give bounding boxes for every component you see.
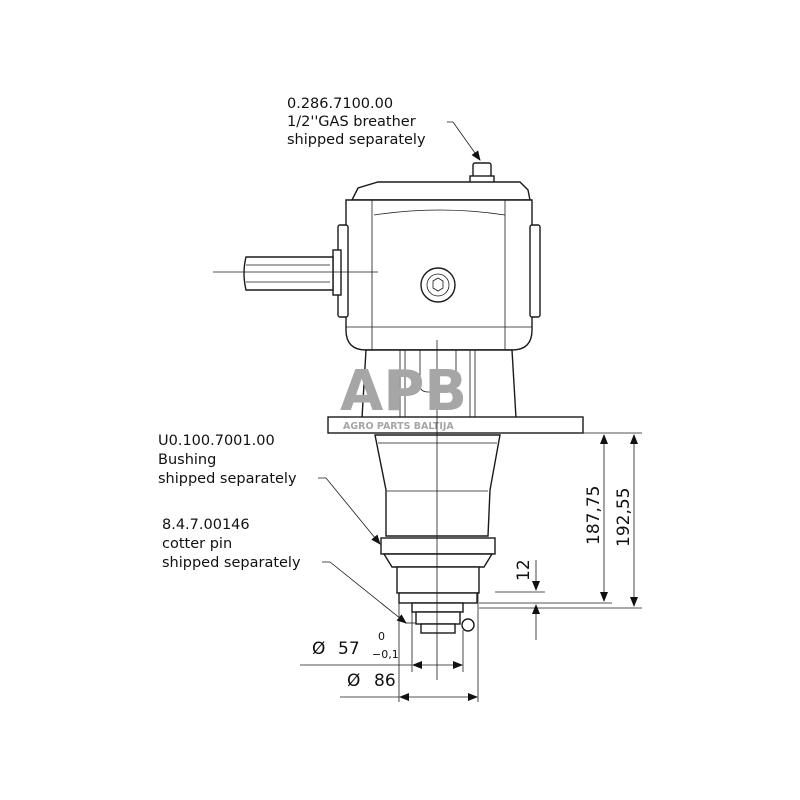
bushing-callout: U0.100.7001.00 Bushing shipped separatel… [158, 433, 297, 487]
diameter-57-tol-upper: 0 [378, 630, 385, 643]
gearbox-housing [337, 181, 541, 351]
diameter-dimensions: Ø 57 0 −0,1 Ø 86 [300, 592, 479, 702]
breather-desc: 1/2''GAS breather [287, 114, 416, 130]
breather-callout: 0.286.7100.00 1/2''GAS breather shipped … [287, 96, 426, 148]
height-dimensions: 187,75 192,55 12 [479, 432, 642, 640]
height-dim-1: 187,75 [584, 486, 604, 545]
breather-part-no: 0.286.7100.00 [287, 96, 393, 112]
gearbox-neck [361, 349, 517, 419]
drain-plug [420, 267, 456, 303]
watermark-text: AGRO PARTS BALTIJA [343, 421, 454, 432]
diameter-86: Ø 86 [347, 671, 396, 691]
diameter-57-tol-lower: −0,1 [372, 648, 399, 661]
diameter-57-symbol: Ø [312, 639, 325, 659]
bushing-note: shipped separately [158, 471, 297, 487]
diameter-86-symbol: Ø [347, 671, 360, 691]
mounting-flange [327, 416, 584, 434]
cotter-pin-note: shipped separately [162, 555, 301, 571]
output-housing [374, 434, 501, 634]
breather-note: shipped separately [287, 132, 426, 148]
watermark-logo: APB [340, 359, 467, 424]
cotter-pin-part-no: 8.4.7.00146 [162, 517, 250, 533]
height-dim-2: 192,55 [614, 488, 634, 547]
cotter-pin-desc: cotter pin [162, 536, 232, 552]
offset-dim: 12 [514, 559, 534, 581]
cotter-pin-ring [461, 618, 475, 632]
bushing-leader [318, 477, 381, 545]
diameter-57-value: 57 [338, 639, 360, 659]
cotter-pin-leader [322, 561, 407, 624]
cotter-pin-callout: 8.4.7.00146 cotter pin shipped separatel… [162, 517, 301, 571]
breather-leader [447, 121, 481, 161]
diameter-86-value: 86 [374, 671, 396, 691]
diameter-57: Ø 57 0 −0,1 [312, 630, 399, 661]
bushing-desc: Bushing [158, 452, 216, 468]
bushing-part-no: U0.100.7001.00 [158, 433, 275, 449]
input-shaft [213, 249, 378, 296]
